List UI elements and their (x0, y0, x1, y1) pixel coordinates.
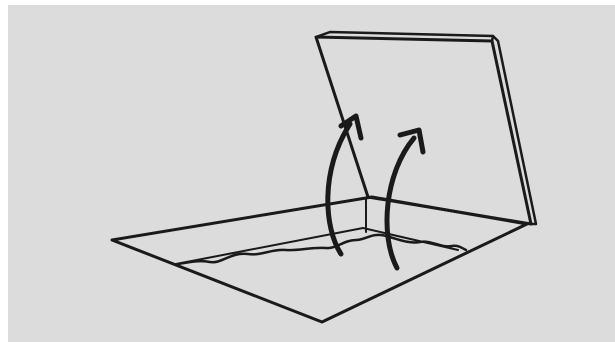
lift-arrow-right (384, 135, 417, 271)
illustration-panel (8, 5, 615, 342)
opening-back-edge (175, 227, 459, 265)
floor-opening-outline (110, 195, 529, 324)
lift-arrow-left (325, 121, 353, 257)
hatch-lid-top-edge (314, 30, 495, 43)
hatch-lid-side-edge (491, 34, 538, 226)
lift-arrow-right-head (397, 127, 426, 155)
ground-surface-line (176, 233, 468, 266)
lift-arrow-left-head (338, 113, 364, 141)
